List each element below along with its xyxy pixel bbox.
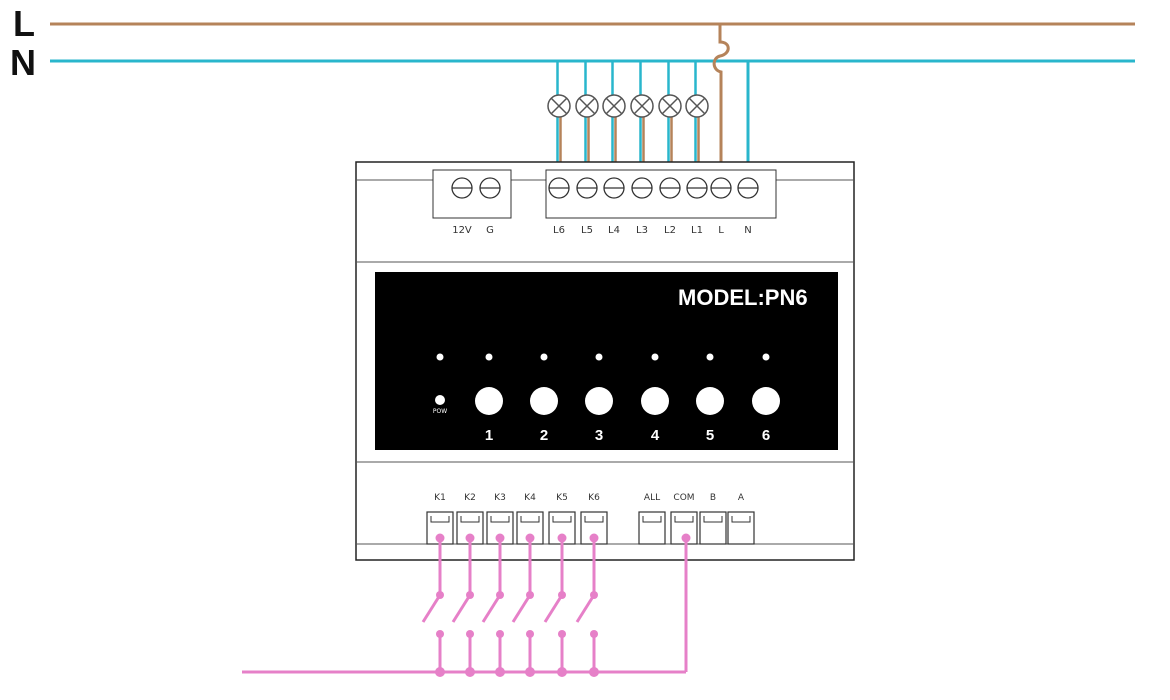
front-panel bbox=[375, 272, 838, 450]
lamp-icon bbox=[658, 94, 682, 118]
plug-terminal bbox=[727, 511, 755, 545]
channel-led bbox=[595, 353, 603, 361]
channel-led bbox=[485, 353, 493, 361]
lamp-icon bbox=[630, 94, 654, 118]
terminal-label: K2 bbox=[464, 493, 476, 503]
power-terminal-block bbox=[432, 169, 512, 219]
power-indicator-led bbox=[435, 395, 445, 405]
neutral-bus-label: N bbox=[10, 42, 36, 83]
channel-number: 3 bbox=[595, 427, 603, 444]
screw-terminal bbox=[548, 177, 570, 199]
terminal-label: L6 bbox=[553, 225, 565, 236]
terminal-label: N bbox=[744, 225, 751, 236]
terminal-label: L5 bbox=[581, 225, 593, 236]
terminal-label: K1 bbox=[434, 493, 446, 503]
terminal-label: B bbox=[710, 493, 716, 503]
terminal-label: ALL bbox=[644, 493, 660, 503]
screw-terminal bbox=[659, 177, 681, 199]
screw-terminal bbox=[710, 177, 732, 199]
screw-terminal bbox=[479, 177, 501, 199]
switch-icon bbox=[451, 533, 475, 677]
switch-icon bbox=[543, 533, 567, 677]
lamp-icon bbox=[575, 94, 599, 118]
screw-terminal bbox=[737, 177, 759, 199]
screw-terminal bbox=[631, 177, 653, 199]
channel-button[interactable] bbox=[752, 387, 780, 415]
channel-led bbox=[651, 353, 659, 361]
channel-button[interactable] bbox=[696, 387, 724, 415]
lamp-icon bbox=[602, 94, 626, 118]
terminal-label: L3 bbox=[636, 225, 648, 236]
terminal-label: G bbox=[486, 225, 494, 236]
channel-number: 4 bbox=[651, 427, 660, 444]
terminal-label: L bbox=[718, 225, 724, 236]
channel-number: 2 bbox=[540, 427, 548, 444]
channel-number: 1 bbox=[485, 427, 493, 444]
channel-led bbox=[762, 353, 770, 361]
channel-button[interactable] bbox=[641, 387, 669, 415]
power-led bbox=[436, 353, 444, 361]
terminal-label: K4 bbox=[524, 493, 536, 503]
screw-terminal bbox=[603, 177, 625, 199]
model-label: MODEL:PN6 bbox=[678, 285, 808, 310]
channel-number: 5 bbox=[706, 427, 714, 444]
terminal-label: COM bbox=[673, 493, 694, 503]
terminal-label: K3 bbox=[494, 493, 506, 503]
lamp-icon bbox=[685, 94, 709, 118]
screw-terminal bbox=[576, 177, 598, 199]
terminal-label: A bbox=[738, 493, 745, 503]
terminal-label: L4 bbox=[608, 225, 620, 236]
power-indicator-label: POW bbox=[433, 408, 447, 415]
terminal-label: L2 bbox=[664, 225, 676, 236]
switch-icon bbox=[481, 533, 505, 677]
channel-led bbox=[540, 353, 548, 361]
plug-terminal bbox=[638, 511, 666, 545]
screw-terminal bbox=[451, 177, 473, 199]
terminal-label: K5 bbox=[556, 493, 568, 503]
channel-led bbox=[706, 353, 714, 361]
channel-button[interactable] bbox=[585, 387, 613, 415]
switch-icon bbox=[511, 533, 535, 677]
plug-terminal bbox=[699, 511, 727, 545]
switch-icon bbox=[421, 533, 445, 677]
channel-button[interactable] bbox=[475, 387, 503, 415]
line-feed-wire bbox=[712, 24, 730, 188]
line-bus-label: L bbox=[13, 3, 35, 44]
channel-number: 6 bbox=[762, 427, 770, 444]
switch-icon bbox=[575, 533, 599, 677]
terminal-label: L1 bbox=[691, 225, 703, 236]
lamp-icon bbox=[547, 94, 571, 118]
channel-button[interactable] bbox=[530, 387, 558, 415]
wire-junction-dot bbox=[681, 533, 691, 543]
screw-terminal bbox=[686, 177, 708, 199]
terminal-label: 12V bbox=[452, 225, 472, 236]
terminal-label: K6 bbox=[588, 493, 600, 503]
